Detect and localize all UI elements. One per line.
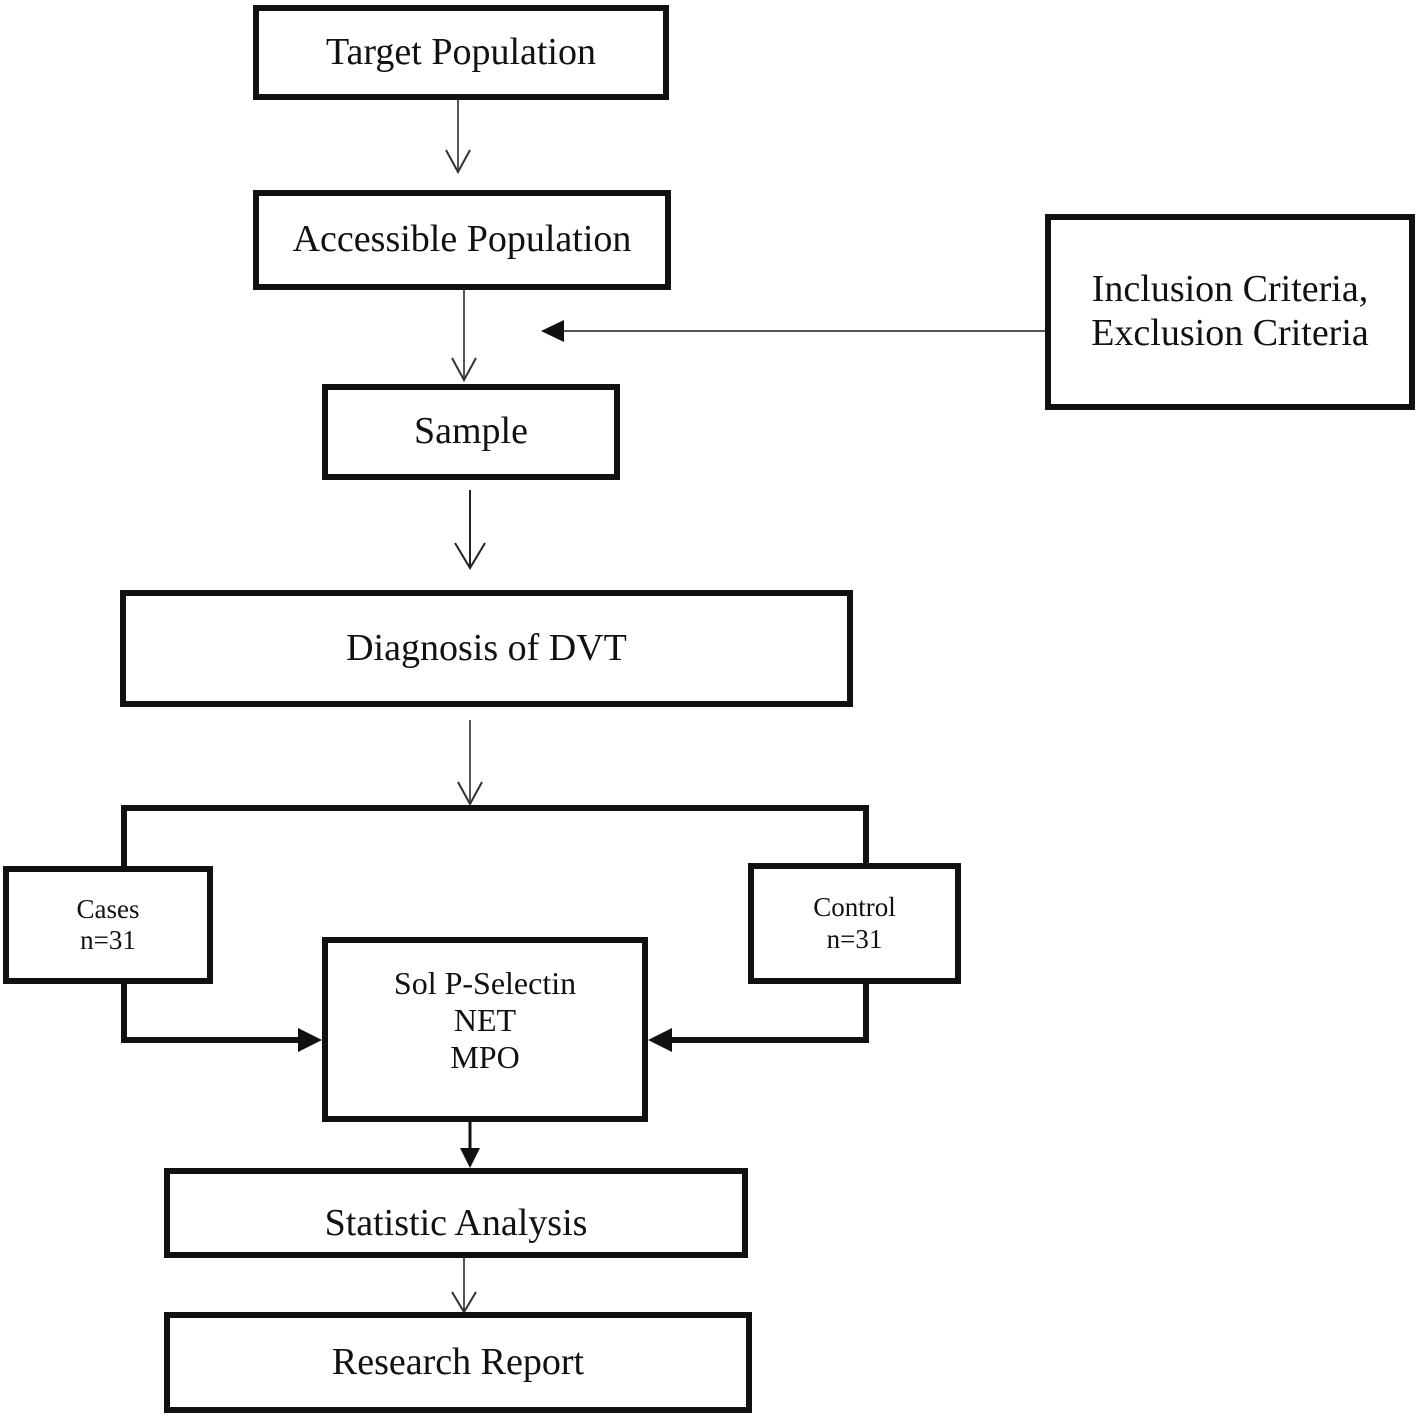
- arrowhead-control-to-markers: [648, 1028, 672, 1052]
- sol-p-selectin-label: Sol P-Selectin: [393, 965, 577, 1001]
- diagnosis-label: Diagnosis of DVT: [346, 626, 627, 669]
- net-label: NET: [453, 1001, 517, 1038]
- cases-count: n=31: [80, 925, 136, 955]
- arrowhead-cases-to-markers: [298, 1028, 322, 1052]
- connector-cases-to-markers: [121, 982, 302, 1043]
- control-count: n=31: [826, 923, 883, 954]
- accessible-population-label: Accessible Population: [292, 218, 632, 261]
- statistic-analysis-label: Statistic Analysis: [324, 1202, 588, 1245]
- arrowhead-diagnosis-to-branch: [457, 781, 483, 807]
- arrowhead-criteria-to-flow: [541, 320, 564, 342]
- research-report-label: Research Report: [331, 1340, 585, 1383]
- mpo-label: MPO: [450, 1038, 520, 1075]
- statistic-analysis-box: Statistic Analysis: [164, 1168, 748, 1258]
- diagnosis-box: Diagnosis of DVT: [120, 590, 853, 707]
- arrowhead-target-to-accessible: [445, 149, 471, 175]
- sample-label: Sample: [414, 410, 528, 453]
- cases-label: Cases: [76, 893, 140, 924]
- control-label: Control: [813, 892, 896, 923]
- exclusion-criteria-label: Exclusion Criteria: [1091, 312, 1369, 354]
- arrowhead-accessible-to-sample: [451, 357, 477, 383]
- target-population-label: Target Population: [326, 30, 596, 73]
- arrowhead-markers-to-statistic: [460, 1148, 480, 1168]
- research-report-box: Research Report: [164, 1312, 752, 1413]
- inclusion-criteria-label: Inclusion Criteria,: [1091, 268, 1369, 311]
- control-box: Control n=31: [748, 863, 961, 984]
- branch-bracket: [121, 805, 869, 866]
- markers-box: Sol P-Selectin NET MPO: [322, 937, 648, 1122]
- target-population-box: Target Population: [253, 5, 669, 100]
- connector-control-to-markers: [666, 982, 869, 1043]
- sample-box: Sample: [322, 384, 620, 480]
- criteria-box: Inclusion Criteria, Exclusion Criteria: [1045, 214, 1415, 410]
- cases-box: Cases n=31: [3, 866, 213, 984]
- accessible-population-box: Accessible Population: [253, 190, 671, 290]
- arrowhead-sample-to-diagnosis: [454, 542, 486, 570]
